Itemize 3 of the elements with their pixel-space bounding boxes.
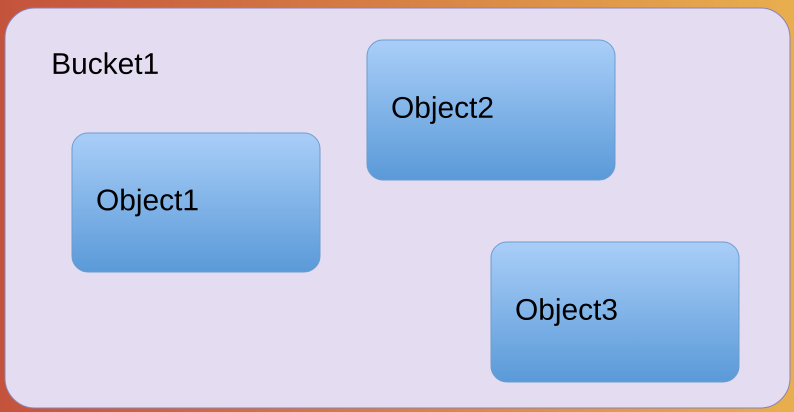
- object-box: Object2: [366, 40, 616, 180]
- object-box: Object3: [490, 242, 740, 382]
- object-box: Object1: [72, 132, 320, 272]
